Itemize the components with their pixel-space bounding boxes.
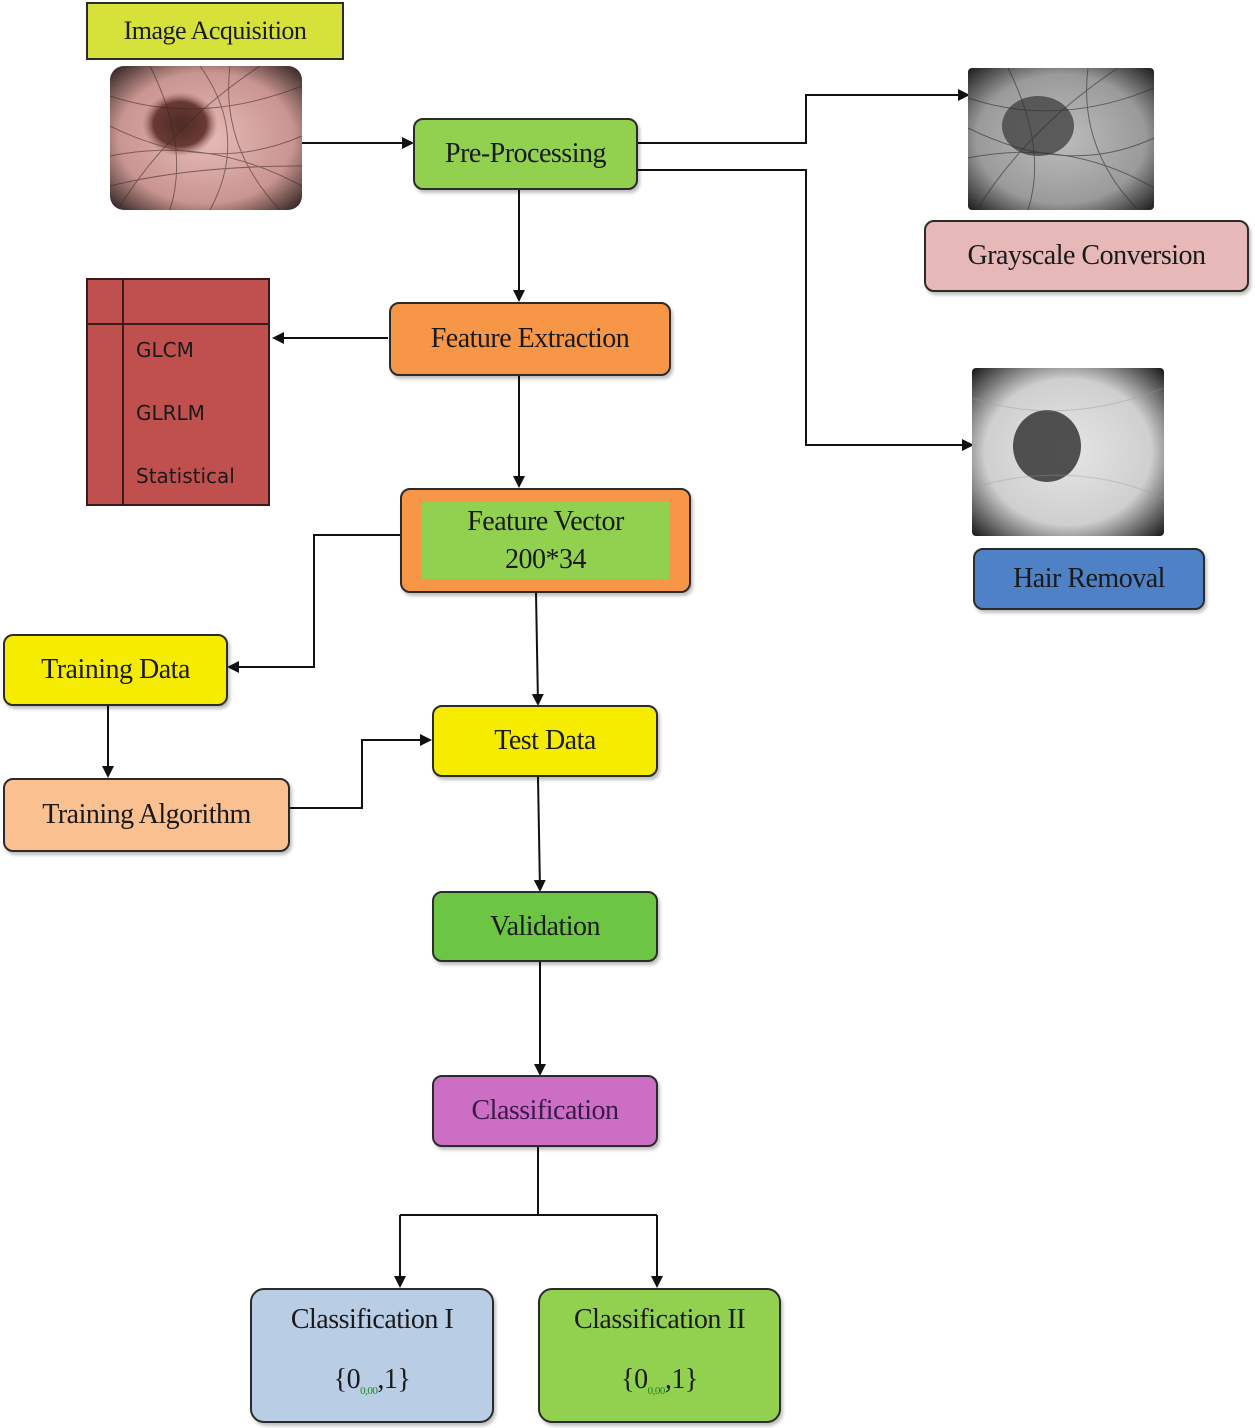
hair-removal-box: Hair Removal bbox=[973, 548, 1205, 610]
pre-processing-box: Pre-Processing bbox=[413, 118, 638, 190]
classification-text: Classification bbox=[471, 1095, 619, 1126]
feature-extraction-text: Feature Extraction bbox=[430, 323, 630, 354]
classification-2-title: Classification II bbox=[573, 1304, 746, 1335]
arrow-test-data-to-validation bbox=[533, 776, 546, 892]
classification-box: Classification bbox=[432, 1075, 658, 1147]
feature-types-table: GLCM GLRLM Statistical bbox=[86, 278, 270, 506]
grayscale-image bbox=[968, 68, 1154, 210]
training-algorithm-text: Training Algorithm bbox=[42, 799, 251, 830]
classification-2-box: Classification II {00,00,1} bbox=[538, 1288, 781, 1423]
arrow-preprocessing-to-grayscale bbox=[638, 89, 970, 144]
test-data-text: Test Data bbox=[494, 725, 596, 756]
arrow-vector-to-test-data bbox=[531, 592, 544, 706]
test-data-box: Test Data bbox=[432, 705, 658, 777]
classification-1-title: Classification I bbox=[290, 1304, 454, 1335]
original-lesion-image bbox=[110, 66, 302, 210]
classification-1-set: {00,00,1} bbox=[333, 1364, 411, 1397]
training-data-text: Training Data bbox=[41, 654, 190, 685]
feature-type-glcm: GLCM bbox=[136, 338, 194, 362]
grayscale-conversion-box: Grayscale Conversion bbox=[924, 220, 1249, 292]
feature-extraction-box: Feature Extraction bbox=[389, 302, 671, 376]
feature-vector-size: 200*34 bbox=[505, 543, 587, 575]
feature-vector-title: Feature Vector bbox=[467, 505, 624, 537]
validation-text: Validation bbox=[489, 910, 601, 942]
classification-2-set: {00,00,1} bbox=[621, 1364, 698, 1397]
training-data-box: Training Data bbox=[3, 634, 228, 706]
arrow-vector-to-training-data bbox=[227, 534, 400, 673]
classification-1-box: Classification I {00,00,1} bbox=[250, 1288, 494, 1423]
image-acquisition-label: Image Acquisition bbox=[86, 2, 344, 60]
feature-vector-inner: Feature Vector 200*34 bbox=[422, 502, 669, 579]
validation-box: Validation bbox=[432, 891, 658, 962]
feature-type-statistical: Statistical bbox=[136, 464, 235, 488]
arrow-preprocessing-to-hair-removal bbox=[638, 169, 974, 451]
hair-removed-image bbox=[972, 368, 1164, 536]
pre-processing-text: Pre-Processing bbox=[445, 138, 606, 169]
training-algorithm-box: Training Algorithm bbox=[3, 778, 290, 852]
feature-type-glrlm: GLRLM bbox=[136, 401, 205, 425]
hair-removal-text: Hair Removal bbox=[1013, 563, 1165, 594]
feature-vector-box: Feature Vector 200*34 bbox=[400, 488, 691, 593]
image-acquisition-text: Image Acquisition bbox=[123, 16, 307, 45]
grayscale-conversion-text: Grayscale Conversion bbox=[967, 240, 1206, 271]
arrow-algorithm-to-test-data bbox=[290, 734, 432, 809]
